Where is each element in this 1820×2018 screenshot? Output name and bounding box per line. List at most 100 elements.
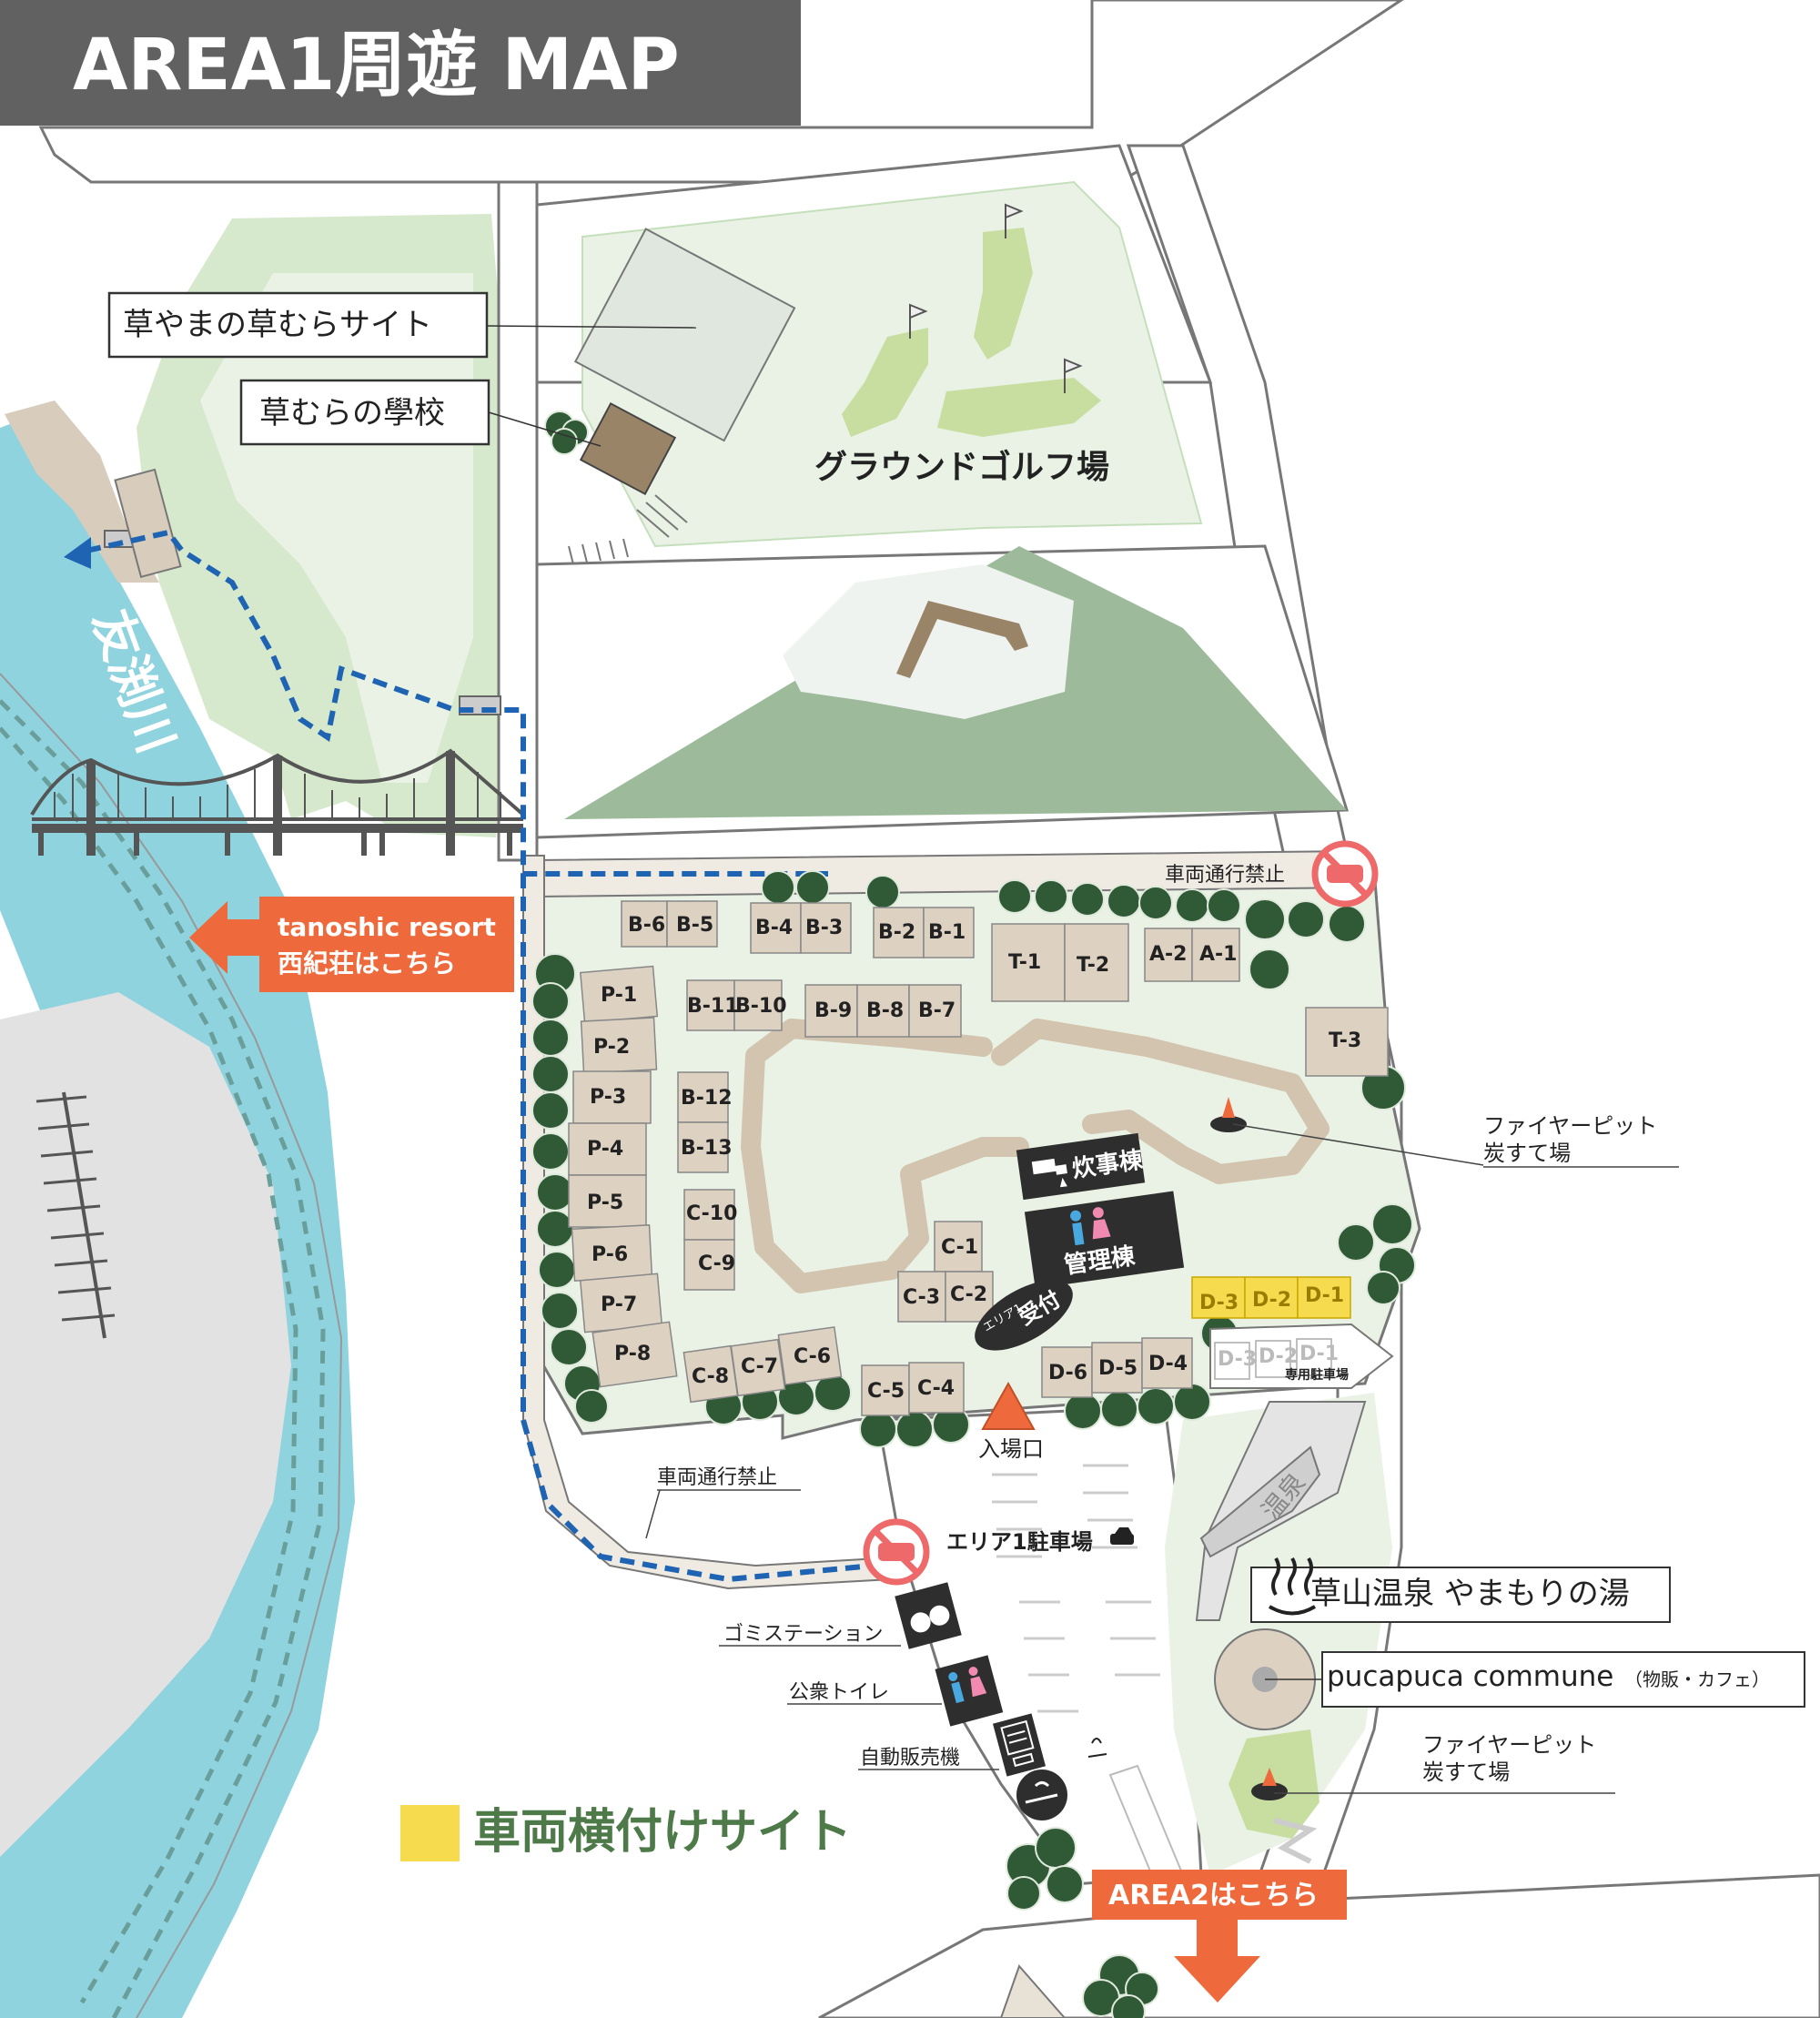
label-d3-yellow: D-3 xyxy=(1199,1292,1239,1314)
toilet-icon xyxy=(948,1667,987,1704)
area2-sign[interactable]: AREA2はこちら xyxy=(1092,1870,1347,2003)
site-c6[interactable] xyxy=(777,1326,843,1385)
label-d2-parking: D-2 xyxy=(1259,1345,1298,1368)
hill-structure xyxy=(896,601,1028,678)
garbage-station[interactable] xyxy=(895,1582,962,1649)
site-c3[interactable] xyxy=(897,1271,946,1323)
legend-swatch-yellow xyxy=(400,1805,460,1861)
site-d4[interactable] xyxy=(1141,1337,1193,1389)
pucapuca-label: pucapuca commune xyxy=(1327,1660,1613,1693)
label-b8: B-8 xyxy=(866,999,904,1022)
site-labels: B-6 B-5 B-4 B-3 B-2 B-1 T-1 T-2 A-2 A-1 … xyxy=(587,914,1361,1403)
label-c4: C-4 xyxy=(917,1377,955,1400)
tanoshic-resort-sign[interactable]: tanoshic resort 西紀荘はこちら xyxy=(189,897,514,992)
site-b11[interactable] xyxy=(686,979,735,1031)
d-parking-stalls xyxy=(1214,1338,1332,1380)
firepit1-label-a: ファイヤーピット xyxy=(1483,1113,1657,1139)
label-c7: C-7 xyxy=(741,1355,778,1378)
road-south xyxy=(818,1873,1820,2018)
onsen-label-box[interactable]: 草山温泉 やまもりの湯 xyxy=(1250,1557,1671,1623)
ashtray-icon xyxy=(1087,1738,1107,1758)
vending-machine[interactable] xyxy=(992,1713,1046,1777)
site-a2[interactable] xyxy=(1144,928,1193,982)
hill-top xyxy=(783,564,1074,719)
kusamura-school-label-box[interactable]: 草むらの學校 xyxy=(239,379,490,446)
site-b8[interactable] xyxy=(856,984,910,1038)
site-b3[interactable] xyxy=(800,902,852,954)
garbage-bag-icon xyxy=(910,1605,950,1633)
site-c1[interactable] xyxy=(934,1221,983,1273)
site-d1-yellow[interactable] xyxy=(1297,1276,1351,1319)
pucapuca-sub-label: （物販・カフェ） xyxy=(1624,1668,1770,1690)
no-vehicle-label-1: 車両通行禁止 xyxy=(1165,864,1285,887)
label-p2: P-2 xyxy=(593,1036,630,1059)
site-c9[interactable] xyxy=(683,1239,735,1291)
kusamura-site-label-box[interactable]: 草やまの草むらサイト xyxy=(107,291,489,359)
site-p5[interactable] xyxy=(568,1174,647,1228)
label-t1: T-1 xyxy=(1008,951,1041,974)
label-b6: B-6 xyxy=(628,914,665,937)
site-p8[interactable] xyxy=(592,1321,678,1388)
onsen-label: 草山温泉 やまもりの湯 xyxy=(1310,1576,1630,1612)
label-b5: B-5 xyxy=(676,914,713,937)
road-south-bldg xyxy=(999,1964,1067,2018)
site-t1[interactable] xyxy=(991,923,1066,1002)
public-toilet[interactable] xyxy=(935,1655,1004,1727)
pucapuca-label-box[interactable]: pucapuca commune （物販・カフェ） xyxy=(1321,1651,1805,1708)
site-d2-yellow[interactable] xyxy=(1244,1276,1299,1319)
suspension-bridge xyxy=(30,748,525,856)
site-b5[interactable] xyxy=(666,900,718,948)
sites xyxy=(568,900,1389,1416)
kusamura-school-building xyxy=(579,401,677,496)
hot-spring-icon xyxy=(1268,1557,1317,1616)
site-b13[interactable] xyxy=(677,1121,729,1173)
kusamura-school-leader xyxy=(488,411,602,447)
label-d1-parking: D-1 xyxy=(1299,1343,1339,1365)
vending-label: 自動販売機 xyxy=(860,1747,960,1770)
route-arrowhead xyxy=(64,537,91,569)
site-d5[interactable] xyxy=(1091,1342,1143,1394)
site-b10[interactable] xyxy=(733,979,783,1031)
site-d3-yellow[interactable] xyxy=(1191,1276,1246,1319)
railway-line xyxy=(62,1091,106,1339)
cooking-building[interactable]: 炊事棟 xyxy=(1016,1132,1147,1201)
site-b6[interactable] xyxy=(621,900,668,948)
golf-fairway-3 xyxy=(937,378,1101,437)
site-t3[interactable] xyxy=(1305,1007,1389,1077)
parking-label: エリア1駐車場 xyxy=(946,1529,1093,1555)
site-b9[interactable] xyxy=(804,984,858,1038)
management-building[interactable]: 管理棟 xyxy=(1024,1191,1185,1289)
label-c9: C-9 xyxy=(698,1252,735,1275)
entrance-label: 入場口 xyxy=(978,1436,1044,1462)
left-arrow-icon xyxy=(189,901,228,974)
label-b2: B-2 xyxy=(878,921,915,944)
kusamura-site-leader xyxy=(486,325,697,329)
golf-fairway-2 xyxy=(842,328,928,437)
site-b12[interactable] xyxy=(677,1071,729,1123)
site-c10[interactable] xyxy=(683,1189,735,1241)
label-p1: P-1 xyxy=(601,984,637,1007)
site-c5[interactable] xyxy=(861,1364,910,1416)
trees xyxy=(531,411,1416,2018)
label-d-parking: 専用駐車場 xyxy=(1285,1367,1349,1383)
kusamura-school-label: 草むらの學校 xyxy=(259,395,445,431)
toilet-label: 公衆トイレ xyxy=(789,1681,889,1704)
site-b4[interactable] xyxy=(750,902,802,954)
site-p4[interactable] xyxy=(568,1122,647,1176)
entrance-marker xyxy=(981,1381,1036,1430)
site-t2[interactable] xyxy=(1064,923,1129,1002)
label-d4: D-4 xyxy=(1148,1353,1188,1375)
label-p5: P-5 xyxy=(587,1192,623,1214)
smoking-area[interactable] xyxy=(1016,1770,1067,1820)
site-c7[interactable] xyxy=(730,1338,786,1397)
no-vehicle-sign-1 xyxy=(1311,840,1379,908)
site-c4[interactable] xyxy=(908,1362,965,1414)
label-d6: D-6 xyxy=(1048,1362,1087,1384)
site-b1[interactable] xyxy=(923,907,975,958)
label-a2: A-2 xyxy=(1149,943,1187,966)
no-vehicle-label-2: 車両通行禁止 xyxy=(657,1466,777,1489)
site-c2[interactable] xyxy=(945,1271,994,1323)
site-a1[interactable] xyxy=(1191,928,1240,982)
site-b7[interactable] xyxy=(908,984,962,1038)
